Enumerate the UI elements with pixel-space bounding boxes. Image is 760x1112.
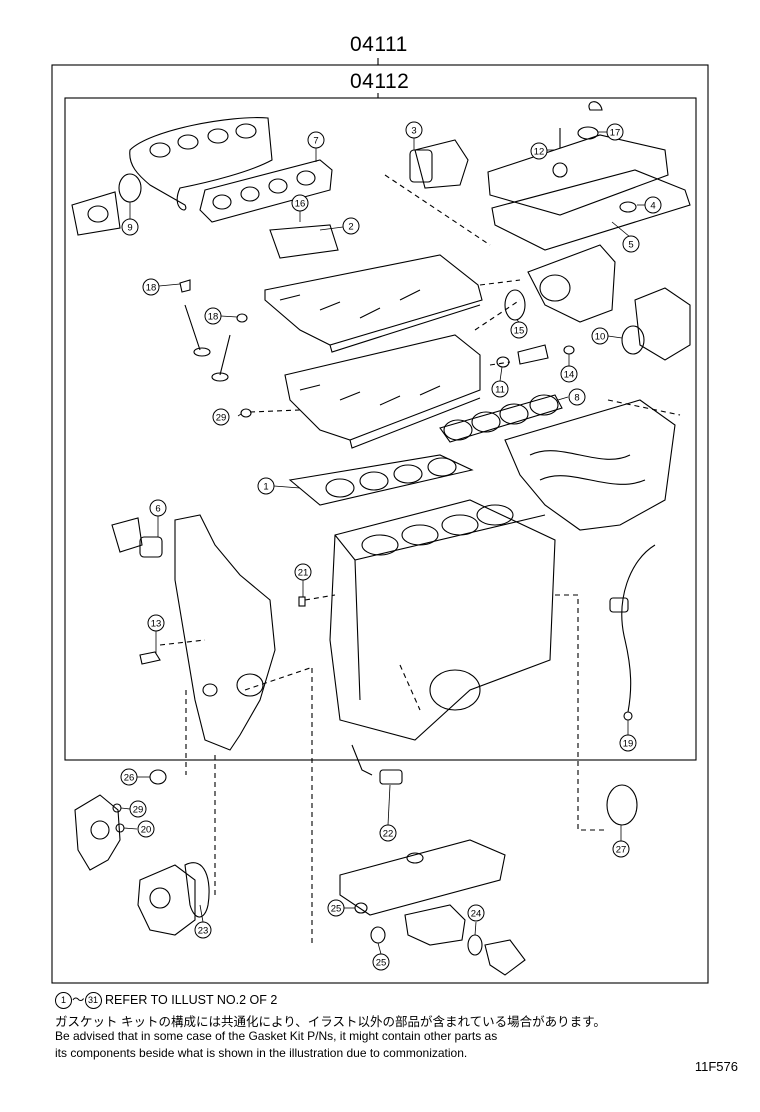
- callout-9: 9: [127, 223, 132, 234]
- english-note-line2: its components beside what is shown in t…: [55, 1046, 468, 1060]
- callout-10: 10: [595, 332, 606, 343]
- cylinder-head: [284, 334, 481, 449]
- callout-29-lower: 29: [133, 805, 144, 816]
- callout-20: 20: [141, 825, 152, 836]
- callout-14: 14: [564, 370, 575, 381]
- water-pump-cover: [74, 794, 121, 871]
- refer-note: 1～31 REFER TO ILLUST NO.2 OF 2: [55, 989, 278, 1010]
- intake-valve: [184, 304, 211, 357]
- bolt-seal-13: [139, 651, 161, 665]
- oil-filler-cap-gasket: [577, 126, 599, 140]
- water-outlet-gasket-3: [409, 149, 433, 183]
- callout-1: 1: [263, 482, 268, 493]
- callout-22: 22: [383, 829, 394, 840]
- egr-gasket-10: [621, 325, 645, 355]
- inner-kit-frame: [64, 97, 697, 761]
- fuel-injector: [517, 344, 549, 365]
- plug-21-upper: [298, 596, 306, 607]
- callout-29-upper: 29: [216, 413, 227, 424]
- outer-kit-frame: [51, 64, 709, 984]
- callout-25-lower: 25: [376, 958, 387, 969]
- callout-4: 4: [650, 201, 655, 212]
- callout-25-upper: 25: [331, 904, 342, 915]
- callout-27: 27: [616, 845, 627, 856]
- callout-15: 15: [514, 326, 525, 337]
- water-inlet: [111, 517, 143, 553]
- callout-2: 2: [348, 222, 353, 233]
- dashed-leaders: [159, 174, 681, 945]
- water-inlet-gasket: [139, 536, 163, 558]
- throttle-body-gasket-15: [504, 289, 526, 321]
- callout-16: 16: [295, 199, 306, 210]
- cylinder-head-gasket: [288, 454, 474, 506]
- refer-text: REFER TO ILLUST NO.2 OF 2: [105, 993, 278, 1007]
- cylinder-head-cover-gasket: [491, 169, 691, 251]
- water-pump-gasket-23: [184, 862, 210, 918]
- spark-plug-tube-gasket-4: [619, 201, 637, 213]
- illustration-code: 11F576: [694, 1059, 738, 1074]
- range-end-circle: 31: [84, 992, 102, 1010]
- japanese-note: ガスケット キットの構成には共通化により、イラスト以外の部品が含まれている場合が…: [55, 1015, 606, 1029]
- oil-filler-cap: [588, 101, 603, 111]
- outer-kit-part-number: 04111: [350, 33, 408, 56]
- exhaust-manifold-gasket: [199, 159, 333, 223]
- callout-21: 21: [298, 568, 309, 579]
- water-inlet-housing: [404, 904, 466, 946]
- callout-18-upper: 18: [146, 283, 157, 294]
- callout-24: 24: [471, 909, 482, 920]
- valve-stem-seal: [236, 313, 248, 323]
- cylinder-head-cover: [487, 101, 669, 216]
- throttle-body: [527, 244, 616, 323]
- oil-pipe-22: [351, 744, 373, 776]
- callout-5: 5: [628, 240, 633, 251]
- english-note-line1: Be advised that in some case of the Gask…: [55, 1029, 498, 1043]
- callout-6: 6: [155, 504, 160, 515]
- oil-pipe-gasket-22: [379, 769, 403, 785]
- oil-pan: [339, 839, 506, 916]
- water-inlet-pipe: [484, 939, 526, 976]
- oil-level-gauge: [609, 544, 656, 713]
- callout-12: 12: [534, 147, 545, 158]
- egr-valve-adaptor: [634, 287, 691, 361]
- callout-7: 7: [313, 136, 318, 147]
- range-tilde: ～: [72, 993, 85, 1007]
- water-pump: [137, 864, 196, 936]
- camshaft-housing-part: [269, 224, 339, 259]
- callout-3: 3: [411, 126, 416, 137]
- timing-chain-cover: [174, 514, 276, 751]
- crankshaft-rear-oil-seal-27: [606, 784, 638, 826]
- cylinder-block: [329, 499, 556, 741]
- camshaft-housing: [264, 254, 483, 353]
- callout-23: 23: [198, 926, 209, 937]
- callout-26: 26: [124, 773, 135, 784]
- intake-manifold-gasket: [439, 394, 563, 443]
- exhaust-manifold: [71, 117, 273, 236]
- callout-8: 8: [574, 393, 579, 404]
- callout-19: 19: [623, 739, 634, 750]
- exhaust-valve: [211, 334, 231, 382]
- intake-manifold: [504, 399, 676, 531]
- callout-11: 11: [495, 385, 505, 396]
- callout-17: 17: [610, 128, 621, 139]
- callout-18-lower: 18: [208, 312, 219, 323]
- callout-13: 13: [151, 619, 162, 630]
- valve-stem-seal-upper: [179, 279, 191, 293]
- range-start-circle: 1: [55, 992, 72, 1010]
- o-ring-29-upper: [240, 408, 252, 418]
- inner-kit-part-number: 04112: [350, 70, 410, 93]
